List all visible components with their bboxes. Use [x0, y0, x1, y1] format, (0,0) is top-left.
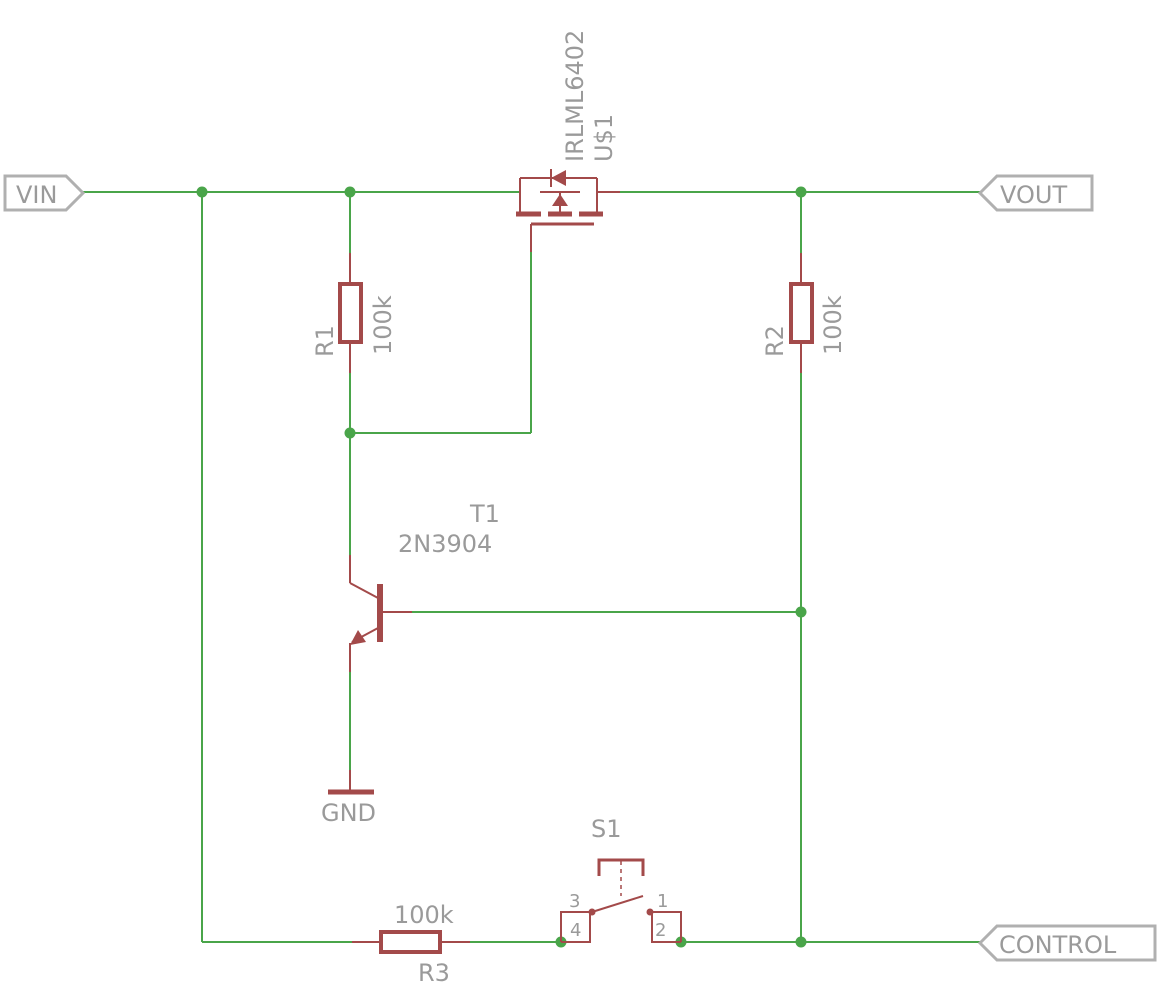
gnd-label: GND: [321, 799, 376, 827]
junction-dot: [795, 606, 807, 618]
port-vin-shape: [3, 174, 86, 212]
t1-collector: [349, 582, 379, 599]
r1-value-label: 100k: [369, 295, 397, 355]
junction-dot: [795, 936, 807, 948]
s1-right-lead: [650, 911, 682, 942]
port-vout-shape: [977, 174, 1094, 212]
s1-right-pin2: [651, 912, 681, 943]
port-vout-label: VOUT: [1000, 181, 1067, 209]
mosfet-u1: IRLML6402 U$1: [516, 30, 620, 252]
s1-blade: [591, 895, 644, 913]
wires: [80, 191, 985, 943]
r2-body: [789, 282, 814, 344]
s1-pin3-label: 3: [569, 891, 580, 912]
s1-pin2-label: 2: [655, 920, 666, 941]
mosfet-diode-icon: [551, 170, 566, 186]
junction-dot: [344, 186, 356, 198]
r3-body: [379, 930, 442, 954]
s1-pin1-label: 1: [657, 891, 668, 912]
r1-name-label: R1: [311, 325, 339, 357]
t1-emitter-arrow-icon: [350, 630, 366, 645]
r2-value-label: 100k: [819, 295, 847, 355]
mosfet-name-label: U$1: [590, 114, 618, 162]
port-vout: VOUT: [977, 174, 1094, 212]
transistor-t1: T1 2N3904: [349, 500, 500, 672]
s1-left-pin4: [561, 912, 591, 943]
s1-pin4-label: 4: [570, 920, 581, 941]
s1-name-label: S1: [591, 815, 622, 843]
ground-symbol: GND: [321, 770, 376, 827]
resistor-r1: R1 100k: [311, 253, 397, 373]
r3-value-label: 100k: [394, 901, 454, 929]
mosfet-part-label: IRLML6402: [561, 30, 589, 162]
mosfet-arrow-icon: [552, 194, 568, 206]
resistor-r2: R2 100k: [761, 253, 847, 373]
junction-dot: [795, 186, 807, 198]
s1-actuator: [597, 858, 645, 876]
junction-dot: [196, 186, 208, 198]
t1-name-label: T1: [469, 500, 500, 528]
port-vin: VIN: [3, 174, 86, 212]
port-control: CONTROL: [977, 924, 1157, 962]
port-control-label: CONTROL: [999, 931, 1117, 959]
port-control-shape: [977, 924, 1157, 962]
port-vin-label: VIN: [16, 181, 57, 209]
s1-left-lead: [560, 911, 592, 942]
r3-name-label: R3: [418, 959, 450, 987]
junction-dot: [344, 427, 356, 439]
r1-body: [338, 282, 363, 344]
junctions: [196, 186, 807, 948]
r2-name-label: R2: [761, 325, 789, 357]
resistor-r3: 100k R3: [352, 901, 470, 987]
switch-s1: S1 3 1 4 2: [560, 815, 682, 943]
t1-part-label: 2N3904: [398, 530, 492, 558]
